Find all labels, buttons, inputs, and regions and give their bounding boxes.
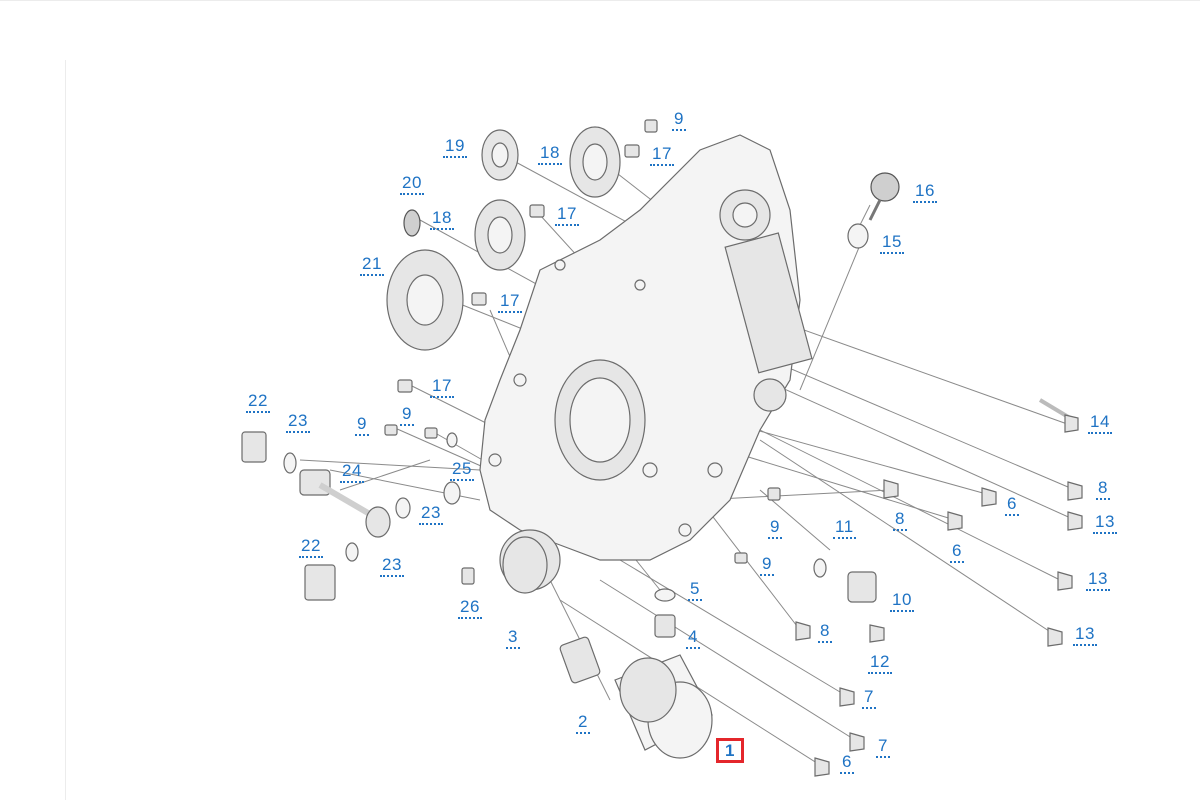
part-callout-18-top[interactable]: 18 bbox=[538, 144, 562, 165]
part-callout-23-bottom[interactable]: 23 bbox=[380, 556, 404, 577]
part-callout-24[interactable]: 24 bbox=[340, 462, 364, 483]
part-callout-17-upper[interactable]: 17 bbox=[555, 205, 579, 226]
part-callout-8-right[interactable]: 8 bbox=[1096, 479, 1110, 500]
part-callout-3[interactable]: 3 bbox=[506, 628, 520, 649]
part-callout-17-lower[interactable]: 17 bbox=[430, 377, 454, 398]
bearings bbox=[386, 126, 621, 351]
part-callout-5[interactable]: 5 bbox=[688, 580, 702, 601]
part-callout-22-top[interactable]: 22 bbox=[246, 392, 270, 413]
part-callout-13-mid[interactable]: 13 bbox=[1086, 570, 1110, 591]
part-callout-22-bottom[interactable]: 22 bbox=[299, 537, 323, 558]
oil-line-fittings bbox=[241, 431, 461, 601]
part-callout-9-left2[interactable]: 9 bbox=[400, 405, 414, 426]
part-callout-9-lower[interactable]: 9 bbox=[760, 555, 774, 576]
part-callout-1[interactable]: 1 bbox=[716, 738, 744, 763]
part-callout-7-lower[interactable]: 7 bbox=[876, 737, 890, 758]
part-callout-17-mid[interactable]: 17 bbox=[498, 292, 522, 313]
part-callout-8-mid[interactable]: 8 bbox=[893, 510, 907, 531]
part-callout-4[interactable]: 4 bbox=[686, 628, 700, 649]
part-callout-18-mid[interactable]: 18 bbox=[430, 209, 454, 230]
part-callout-12[interactable]: 12 bbox=[868, 653, 892, 674]
part-callout-16[interactable]: 16 bbox=[913, 182, 937, 203]
oil-filter-assembly bbox=[461, 536, 713, 759]
part-callout-10[interactable]: 10 bbox=[890, 591, 914, 612]
part-callout-26[interactable]: 26 bbox=[458, 598, 482, 619]
frame-top-border bbox=[0, 0, 1200, 1]
part-callout-19[interactable]: 19 bbox=[443, 137, 467, 158]
part-callout-13-top[interactable]: 13 bbox=[1093, 513, 1117, 534]
part-callout-23-top[interactable]: 23 bbox=[286, 412, 310, 433]
part-callout-6-mid[interactable]: 6 bbox=[950, 542, 964, 563]
dowel-pins bbox=[384, 119, 781, 564]
part-callout-17-top[interactable]: 17 bbox=[650, 145, 674, 166]
part-callout-13-bottom[interactable]: 13 bbox=[1073, 625, 1097, 646]
crankcase-cover bbox=[479, 134, 813, 591]
part-callout-25[interactable]: 25 bbox=[450, 460, 474, 481]
part-callout-15[interactable]: 15 bbox=[880, 233, 904, 254]
part-callout-2[interactable]: 2 bbox=[576, 713, 590, 734]
part-callout-9-top[interactable]: 9 bbox=[672, 110, 686, 131]
part-callout-9-center[interactable]: 9 bbox=[768, 518, 782, 539]
frame-left-border bbox=[65, 60, 66, 800]
part-callout-14[interactable]: 14 bbox=[1088, 413, 1112, 434]
bolts bbox=[795, 172, 1083, 777]
part-callout-20[interactable]: 20 bbox=[400, 174, 424, 195]
part-callout-23-mid[interactable]: 23 bbox=[419, 504, 443, 525]
part-callout-6-top[interactable]: 6 bbox=[1005, 495, 1019, 516]
part-callout-9-left[interactable]: 9 bbox=[355, 415, 369, 436]
part-callout-21[interactable]: 21 bbox=[360, 255, 384, 276]
part-callout-8-lower[interactable]: 8 bbox=[818, 622, 832, 643]
part-callout-6-bottom[interactable]: 6 bbox=[840, 753, 854, 774]
part-callout-11[interactable]: 11 bbox=[833, 518, 856, 539]
part-callout-7-upper[interactable]: 7 bbox=[862, 688, 876, 709]
